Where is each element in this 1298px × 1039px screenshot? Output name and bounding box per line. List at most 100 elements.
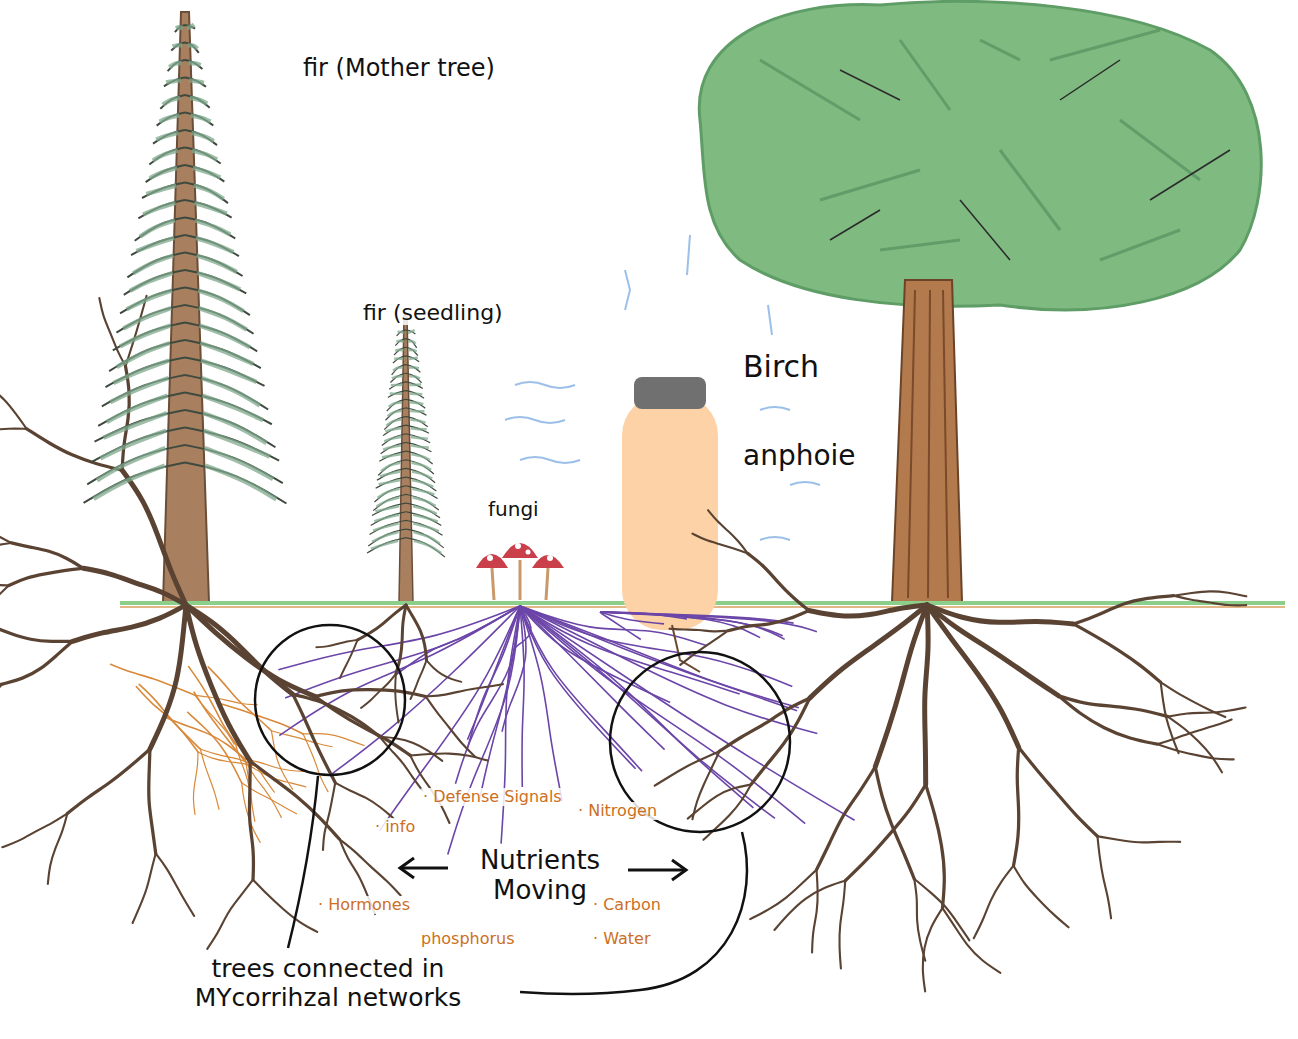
annotation-label: · Hormones [315, 896, 413, 914]
fir-needles [374, 515, 399, 522]
root [361, 674, 396, 708]
root [122, 366, 129, 470]
root [923, 908, 943, 991]
fir-needles [191, 116, 211, 122]
fir-needles [194, 186, 224, 200]
fir-needles [136, 238, 174, 251]
root [1161, 682, 1179, 753]
jar-body [622, 395, 718, 630]
root [156, 853, 194, 915]
fir-needles [127, 291, 172, 310]
fir-branch [406, 520, 442, 535]
root [1174, 596, 1247, 606]
root [2, 641, 72, 684]
fir-branch [406, 382, 423, 389]
root [927, 605, 1019, 747]
root [2, 814, 67, 848]
fir-branch [406, 373, 422, 382]
annotation-label: trees connected in MYcorrihzal networks [140, 955, 516, 1013]
fir-branch [185, 148, 221, 164]
fir-needles [409, 376, 420, 379]
fir-needles [394, 357, 403, 360]
fir-needles [197, 256, 237, 272]
fir-branch [105, 358, 185, 388]
root [1174, 591, 1247, 596]
root [0, 543, 11, 562]
fir-needles [408, 330, 415, 333]
fir-branch [142, 183, 185, 199]
fir-needles [412, 463, 432, 470]
root [316, 640, 357, 647]
fir-branch [95, 410, 185, 442]
root [186, 605, 293, 694]
fir-needles [412, 471, 432, 478]
root [11, 543, 83, 568]
fir-needles [411, 428, 427, 429]
fir-needles [379, 480, 400, 484]
fir-branch [406, 434, 430, 443]
fir-branch [406, 486, 438, 499]
fir-branch [185, 463, 286, 504]
fir-branch [185, 323, 257, 352]
fir-branch [175, 25, 185, 32]
root [1157, 744, 1233, 759]
root [751, 698, 810, 784]
fir-branch [371, 512, 406, 526]
network-circle [255, 625, 405, 775]
fir-branch [185, 428, 279, 461]
root [926, 785, 945, 908]
root [249, 761, 253, 879]
canopy-lines [830, 60, 1230, 260]
root [380, 737, 423, 791]
root [207, 880, 253, 949]
root [122, 470, 186, 605]
root [1074, 596, 1174, 624]
root [655, 751, 720, 785]
root [189, 667, 236, 744]
root [680, 631, 728, 665]
root [426, 697, 476, 757]
root [927, 605, 1059, 696]
fir-branch [395, 339, 406, 346]
root [0, 585, 9, 595]
fir-needles [146, 186, 176, 195]
annotation-label: · Carbon [590, 896, 664, 914]
fir-branch [185, 43, 199, 53]
root [720, 698, 810, 751]
fir-branch [406, 408, 426, 415]
root [323, 783, 335, 850]
fir-needles [382, 454, 401, 457]
hypha [520, 606, 775, 818]
root [1059, 696, 1158, 744]
fir-branch [149, 148, 185, 165]
root [315, 690, 425, 697]
fir-needles [196, 238, 234, 252]
fir-branch [185, 78, 206, 87]
fir-needles [195, 221, 230, 235]
fir-needles [388, 411, 402, 416]
fir-branch [185, 305, 254, 334]
root [193, 752, 198, 814]
fir-needles [410, 392, 423, 395]
canopy-strokes [760, 30, 1200, 260]
fir-branch [394, 347, 406, 355]
hypha [520, 606, 524, 787]
fir-needles [412, 489, 434, 495]
fir-needles [375, 506, 399, 511]
root [1014, 866, 1069, 928]
root [0, 429, 27, 434]
root [0, 585, 9, 614]
root [670, 629, 729, 632]
fir-branch [146, 165, 185, 182]
fir-branch [185, 130, 217, 145]
fir-branch [171, 43, 185, 51]
fir-branch [386, 408, 406, 420]
root [0, 684, 2, 723]
fir-branch [406, 330, 415, 334]
hypha [600, 612, 760, 638]
jar-lid [634, 377, 706, 409]
fir-needles [413, 515, 438, 522]
root [396, 605, 406, 674]
fir-needles [396, 340, 403, 343]
hypha [520, 606, 799, 708]
